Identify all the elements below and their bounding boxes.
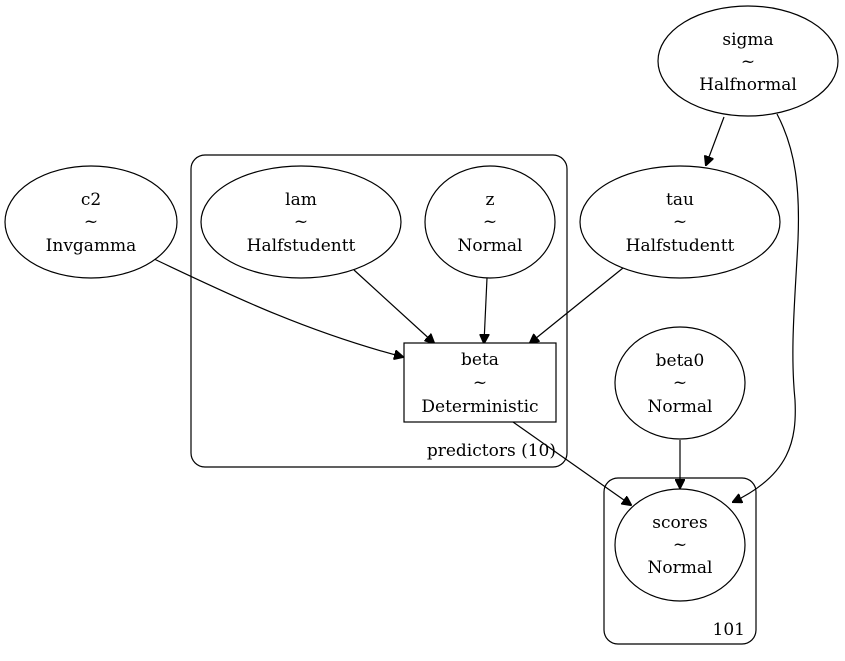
node-scores-tilde: ~ [673, 535, 687, 555]
node-z-tilde: ~ [483, 212, 497, 232]
node-beta-name: beta [461, 350, 499, 370]
edge-z-beta [484, 277, 487, 343]
node-beta0: beta0 ~ Normal [614, 326, 746, 440]
plate-obs-label: 101 [713, 620, 745, 640]
plate-predictors: predictors (10) [190, 154, 568, 468]
node-tau-name: tau [666, 190, 694, 210]
plate-predictors-label: predictors (10) [427, 441, 556, 461]
node-sigma-dist: Halfnormal [699, 75, 797, 95]
node-beta-tilde: ~ [473, 373, 487, 393]
node-c2-tilde: ~ [84, 212, 98, 232]
node-sigma: sigma ~ Halfnormal [657, 5, 839, 117]
node-lam: lam ~ Halfstudentt [200, 165, 402, 279]
node-tau-dist: Halfstudentt [626, 236, 735, 256]
node-c2: c2 ~ Invgamma [4, 165, 178, 279]
node-beta: beta ~ Deterministic [403, 342, 557, 423]
edge-sigma-tau [706, 116, 725, 165]
node-z: z ~ Normal [424, 165, 556, 279]
edge-tau-beta [530, 267, 624, 343]
node-c2-name: c2 [81, 190, 101, 210]
node-lam-name: lam [285, 190, 317, 210]
node-scores: scores ~ Normal [614, 488, 746, 602]
node-beta0-dist: Normal [648, 397, 713, 417]
node-c2-dist: Invgamma [46, 236, 137, 256]
node-lam-dist: Halfstudentt [247, 236, 356, 256]
node-sigma-name: sigma [722, 30, 773, 50]
node-tau-tilde: ~ [673, 212, 687, 232]
node-beta0-name: beta0 [656, 351, 705, 371]
node-sigma-tilde: ~ [741, 52, 755, 72]
node-z-name: z [486, 190, 495, 210]
node-tau: tau ~ Halfstudentt [579, 165, 781, 279]
edge-c2-beta [151, 257, 403, 357]
node-z-dist: Normal [458, 236, 523, 256]
edge-sigma-scores [733, 113, 800, 502]
node-scores-name: scores [652, 513, 707, 533]
node-beta0-tilde: ~ [673, 373, 687, 393]
edges [151, 113, 800, 505]
node-lam-tilde: ~ [294, 212, 308, 232]
edge-lam-beta [353, 269, 434, 343]
node-beta-dist: Deterministic [421, 397, 538, 417]
edge-beta-scores [512, 421, 631, 505]
node-scores-dist: Normal [648, 558, 713, 578]
